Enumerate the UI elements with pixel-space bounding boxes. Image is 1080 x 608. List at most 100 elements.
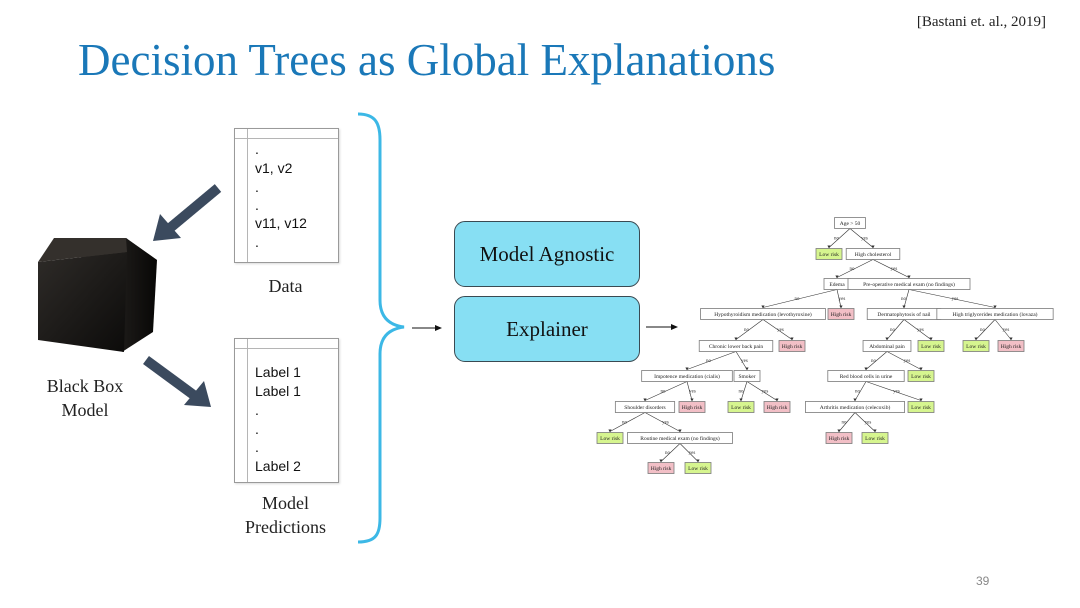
tree-node-label: Smoker	[738, 374, 755, 380]
tree-edge	[740, 381, 748, 401]
model-agnostic-box: Model Agnostic	[454, 221, 640, 287]
tree-edge	[886, 351, 922, 370]
tree-split-node: Abdominal pain	[862, 340, 912, 352]
predictions-caption: Model Predictions	[224, 491, 347, 539]
black-box-caption-line2: Model	[61, 400, 109, 420]
data-row: .	[255, 197, 259, 213]
tree-edge	[609, 412, 646, 432]
tree-edge-arrowhead	[745, 367, 749, 371]
data-row: v1, v2	[255, 160, 293, 176]
tree-node-label: Low risk	[966, 344, 986, 350]
tree-edge-label: no	[842, 421, 848, 426]
tree-edge	[660, 443, 681, 462]
tree-node-label: Low risk	[911, 405, 931, 411]
predictions-caption-line1: Model	[262, 493, 309, 513]
tree-split-node: Arthritis medication (celecoxib)	[805, 401, 906, 413]
tree-node-label: Impotence medication (cialis)	[654, 373, 720, 380]
arrow-explainer-to-tree	[646, 324, 678, 330]
tree-split-node: High triglycerides medication (lovaza)	[936, 308, 1054, 320]
tree-edge-arrowhead	[790, 337, 794, 341]
tree-node-box	[834, 217, 866, 229]
tree-node-box	[827, 308, 855, 320]
tree-split-node: Impotence medication (cialis)	[641, 370, 733, 382]
tree-node-box	[827, 370, 905, 382]
tree-edge-label: yes	[1003, 328, 1010, 333]
tree-node-box	[962, 340, 990, 352]
tree-edge-arrowhead	[734, 337, 738, 341]
tree-node-label: High risk	[767, 405, 788, 411]
tree-edge-label: yes	[952, 297, 959, 302]
tree-edge-arrowhead	[929, 337, 933, 341]
tree-edge	[994, 319, 1012, 340]
tree-split-node: Pre-operative medical exam (no findings)	[847, 278, 971, 290]
tree-edge	[865, 351, 888, 370]
tree-edge	[735, 351, 748, 370]
tree-node-label: Abdominal pain	[869, 344, 905, 350]
tree-node-box	[815, 248, 843, 260]
tree-edge-arrowhead	[827, 245, 831, 249]
tree-edge-label: yes	[689, 390, 696, 395]
tree-node-label: Red blood cells in urine	[840, 374, 893, 380]
tree-split-node: Routine medical exam (no findings)	[627, 432, 733, 444]
tree-node-label: Low risk	[865, 436, 885, 442]
page-number: 39	[976, 574, 990, 588]
explainer-box: Explainer	[454, 296, 640, 362]
tree-edge-arrowhead	[685, 367, 689, 371]
tree-node-box	[847, 278, 971, 290]
curly-bracket	[357, 112, 405, 544]
tree-node-box	[678, 401, 706, 413]
tree-edge-label: yes	[904, 359, 911, 364]
tree-node-box	[778, 340, 806, 352]
tree-node-label: Low risk	[731, 405, 751, 411]
tree-node-box	[698, 340, 774, 352]
tree-node-label: High risk	[829, 436, 850, 442]
tree-node-box	[917, 340, 945, 352]
predictions-table-margin	[235, 339, 248, 482]
tree-edge	[686, 381, 693, 401]
tree-split-node: Chronic lower back pain	[698, 340, 774, 352]
predictions-table-icon: Label 1 Label 1 . . . Label 2	[234, 338, 339, 483]
tree-leaf-high-risk: High risk	[763, 401, 791, 413]
tree-edge	[644, 381, 688, 401]
prediction-row: Label 1	[255, 364, 301, 380]
tree-edge-label: yes	[741, 359, 748, 364]
tree-edge-label: yes	[762, 390, 769, 395]
tree-edge	[762, 319, 793, 340]
tree-leaf-high-risk: High risk	[778, 340, 806, 352]
tree-split-node: Edema	[823, 278, 851, 290]
data-row: .	[255, 179, 259, 195]
tree-node-box	[627, 432, 733, 444]
tree-edge-label: yes	[917, 328, 924, 333]
tree-node-box	[700, 308, 826, 320]
tree-edge	[872, 259, 910, 278]
tree-leaf-low-risk: Low risk	[727, 401, 755, 413]
predictions-table-header	[235, 339, 338, 349]
tree-edge-arrowhead	[643, 398, 647, 402]
tree-node-box	[647, 462, 675, 474]
tree-edge-label: no	[744, 328, 750, 333]
tree-edge	[679, 443, 699, 462]
tree-edge	[854, 412, 876, 432]
tree-edge-label: yes	[777, 328, 784, 333]
tree-edge	[903, 319, 932, 340]
tree-leaf-low-risk: Low risk	[684, 462, 712, 474]
tree-node-box	[805, 401, 906, 413]
tree-node-box	[936, 308, 1054, 320]
data-table-icon: . v1, v2 . . v11, v12 .	[234, 128, 339, 263]
tree-leaf-high-risk: High risk	[678, 401, 706, 413]
data-row: v11, v12	[255, 215, 307, 231]
tree-edge	[746, 381, 778, 401]
tree-edge	[908, 289, 996, 308]
tree-node-label: Dermatophytosis of nail	[877, 311, 931, 318]
tree-edge-arrowhead	[871, 245, 875, 249]
tree-edge-label: yes	[891, 267, 898, 272]
tree-node-label: High risk	[682, 405, 703, 411]
tree-edge-label: no	[622, 421, 628, 426]
black-box-caption: Black Box Model	[30, 374, 140, 422]
tree-node-label: Edema	[829, 282, 845, 288]
tree-edge-arrowhead	[775, 398, 779, 402]
tree-edge-arrowhead	[678, 429, 682, 433]
tree-leaf-high-risk: High risk	[827, 308, 855, 320]
tree-edge-label: no	[665, 451, 671, 456]
